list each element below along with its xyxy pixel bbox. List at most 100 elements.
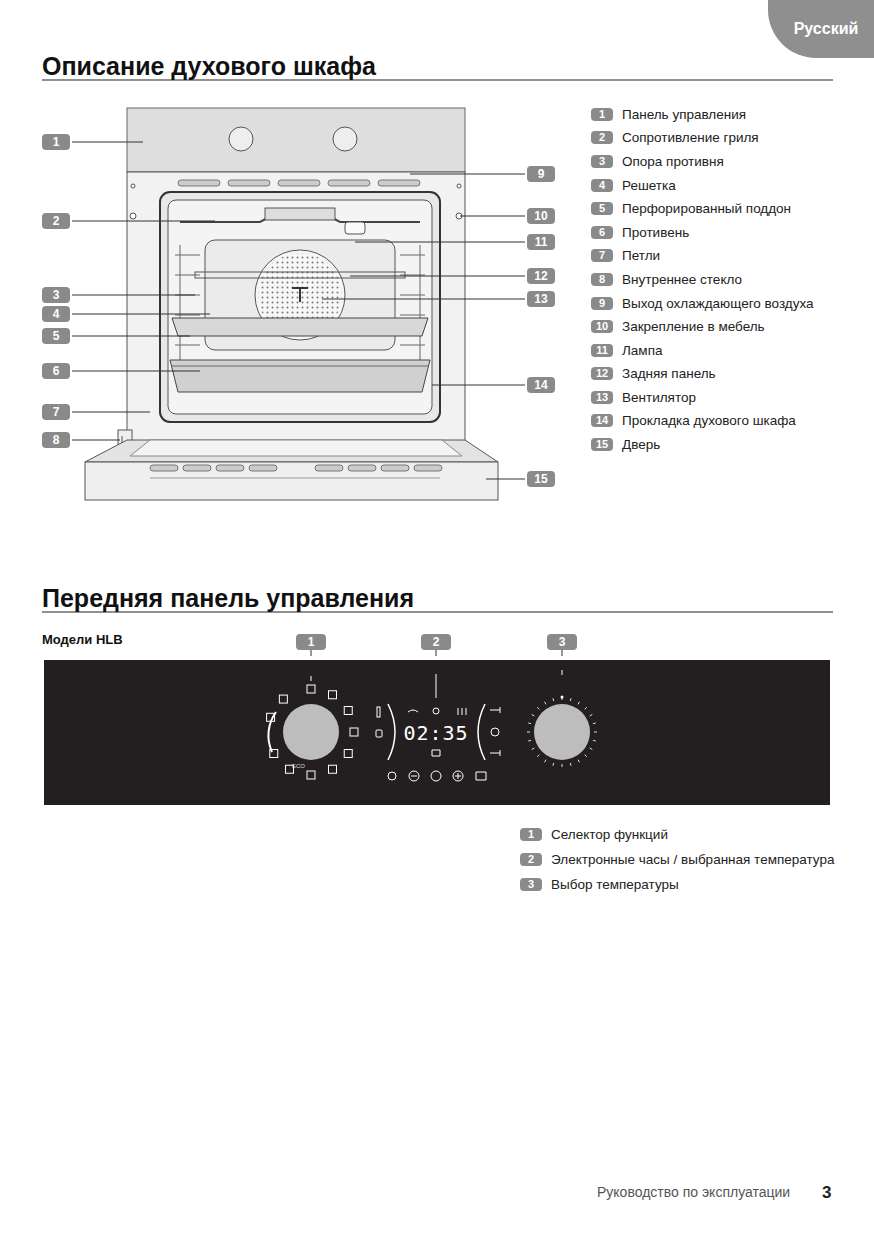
legend-item: 4 Решетка xyxy=(591,178,676,193)
callout-number: 1 xyxy=(42,134,70,150)
callout-number: 2 xyxy=(520,853,542,866)
callout-badge: 3 xyxy=(547,634,577,650)
callout-number: 1 xyxy=(520,828,542,841)
knob-tick xyxy=(532,715,535,717)
knob-tick xyxy=(545,702,547,705)
callout-number: 1 xyxy=(296,634,326,650)
callout-badge: 14 xyxy=(527,377,555,393)
part-name: Панель управления xyxy=(622,107,746,122)
function-icon xyxy=(344,707,352,715)
callout-badge: 10 xyxy=(527,208,555,224)
part-name: Противень xyxy=(622,225,689,240)
part-name: Перфорированный поддон xyxy=(622,201,791,216)
callout-number: 4 xyxy=(42,306,70,322)
part-name: Выход охлаждающего воздуха xyxy=(622,296,814,311)
legend-item: 15Дверь xyxy=(591,437,660,452)
part-name: Опора противня xyxy=(622,154,724,169)
function-icon xyxy=(350,728,358,736)
callout-number: 8 xyxy=(591,273,613,286)
knob-tick xyxy=(590,715,593,717)
knob-tick xyxy=(532,748,535,750)
legend-item: 1Селектор функций xyxy=(520,827,668,842)
model-name: Модели HLB xyxy=(42,632,123,647)
callout-number: 14 xyxy=(527,377,555,393)
callout-number: 12 xyxy=(527,268,555,284)
callout-number: 10 xyxy=(591,320,613,333)
callout-badge: 2 xyxy=(42,213,70,229)
legend-item: 5Перфорированный поддон xyxy=(591,201,791,216)
callout-badge: 4 xyxy=(42,306,70,322)
legend-item: 3 Выбор температуры xyxy=(520,877,679,892)
page-title: Описание духового шкафа xyxy=(42,52,376,81)
part-name: Прокладка духового шкафа xyxy=(622,413,796,428)
callout-number: 9 xyxy=(591,297,613,310)
legend-item: 3Опора противня xyxy=(591,154,724,169)
legend-item: 14 Прокладка духового шкафа xyxy=(591,413,796,428)
callout-number: 10 xyxy=(527,208,555,224)
callout-badge: 9 xyxy=(527,166,555,182)
knob-tick xyxy=(562,764,563,767)
function-icon xyxy=(307,685,315,693)
knob-tick xyxy=(590,748,593,750)
callout-number: 12 xyxy=(591,367,613,380)
function-icon xyxy=(344,750,352,758)
page-number: 3 xyxy=(822,1183,831,1203)
callout-badge: 3 xyxy=(42,287,70,303)
callout-number: 11 xyxy=(527,234,555,250)
leader-line xyxy=(72,142,525,479)
function-icon xyxy=(329,765,337,773)
part-name: Вентилятор xyxy=(622,390,696,405)
callout-number: 6 xyxy=(591,226,613,239)
knob-tick xyxy=(528,740,531,742)
language-tab: Русский xyxy=(768,0,874,58)
callout-badge: 8 xyxy=(42,432,70,448)
callout-number: 7 xyxy=(591,249,613,262)
callout-number: 4 xyxy=(591,179,613,192)
callout-number: 13 xyxy=(591,391,613,404)
part-name: Решетка xyxy=(622,178,676,193)
knob-tick xyxy=(585,707,587,709)
callout-number: 3 xyxy=(42,287,70,303)
callout-badge: 15 xyxy=(527,471,555,487)
callout-badge: 13 xyxy=(527,291,555,307)
knob-tick xyxy=(570,763,572,766)
callout-number: 14 xyxy=(591,414,613,427)
callout-number: 3 xyxy=(547,634,577,650)
legend-item: 7Петли xyxy=(591,248,660,263)
knob-tick xyxy=(570,698,572,701)
part-name: Электронные часы / выбранная температура xyxy=(551,852,834,867)
callout-number: 15 xyxy=(527,471,555,487)
knob-tick xyxy=(527,732,530,733)
eco-mark: ECO xyxy=(292,763,305,769)
callout-number: 7 xyxy=(42,404,70,420)
part-name: Закрепление в мебель xyxy=(622,319,765,334)
knob-tick xyxy=(578,760,580,763)
callout-number: 2 xyxy=(591,131,613,144)
legend-item: 6 Противень xyxy=(591,225,689,240)
knob-tick xyxy=(594,732,597,733)
legend-item: 1Панель управления xyxy=(591,107,746,122)
callout-number: 2 xyxy=(421,634,451,650)
knob-tick xyxy=(578,702,580,705)
part-name: Внутреннее стекло xyxy=(622,272,742,287)
part-name: Дверь xyxy=(622,437,660,452)
callout-badge: 6 xyxy=(42,363,70,379)
knob-tick xyxy=(593,722,596,724)
callout-number: 11 xyxy=(591,344,613,357)
legend-item: 12Задняя панель xyxy=(591,366,716,381)
legend-item: 10 Закрепление в мебель xyxy=(591,319,765,334)
function-icon xyxy=(307,771,315,779)
clock-display: 02:35 xyxy=(403,721,468,745)
legend-item: 2 Электронные часы / выбранная температур… xyxy=(520,852,834,867)
oven-drawing xyxy=(85,108,498,500)
language-label: Русский xyxy=(794,20,859,38)
callout-number: 3 xyxy=(520,878,542,891)
callout-number: 2 xyxy=(42,213,70,229)
callout-badge: 7 xyxy=(42,404,70,420)
legend-item: 13 Вентилятор xyxy=(591,390,696,405)
part-name: Выбор температуры xyxy=(551,877,679,892)
legend-item: 2Сопротивление гриля xyxy=(591,130,759,145)
part-name: Лампа xyxy=(622,343,662,358)
knob-tick xyxy=(537,707,539,709)
callout-badge: 1 xyxy=(42,134,70,150)
